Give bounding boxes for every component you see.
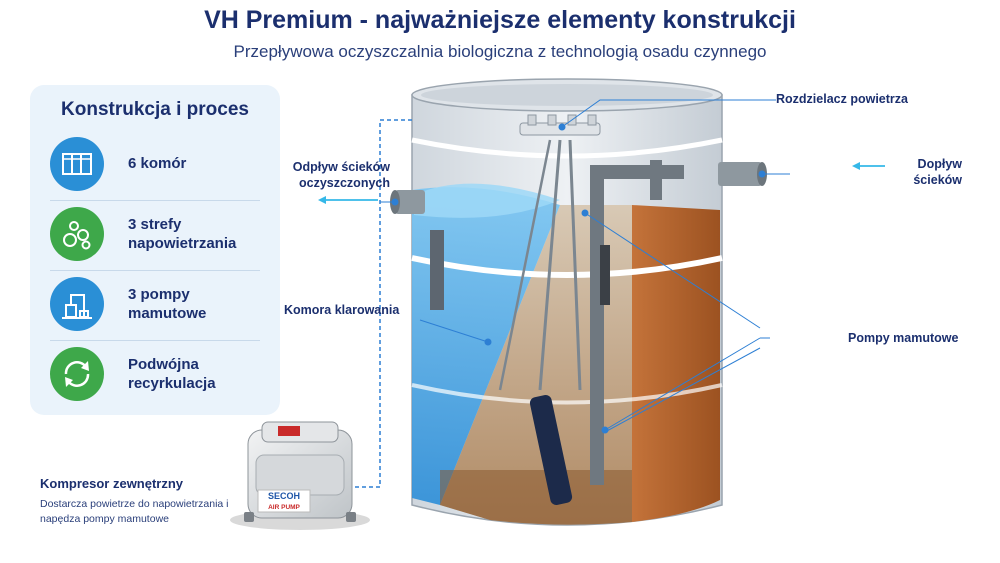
label-air-distributor: Rozdzielacz powietrza <box>776 92 908 106</box>
callout-dots <box>391 123 766 434</box>
aerator <box>600 245 610 305</box>
aeration-chamber <box>440 205 632 525</box>
divider <box>50 270 260 271</box>
inflow-arrow <box>852 162 885 170</box>
diffuser <box>529 395 573 505</box>
label-compressor: Kompresor zewnętrzny <box>40 476 184 491</box>
pump-pipe <box>650 160 662 200</box>
compressor-brand: SECOH <box>268 491 300 501</box>
air-hose <box>348 119 412 488</box>
label-clarifier: Komora klarowania <box>284 303 400 317</box>
bubbles-icon <box>50 207 104 261</box>
pump-pipe <box>590 165 604 485</box>
panel-title: Konstrukcja i proces <box>61 99 249 120</box>
pump-pipe <box>430 230 444 310</box>
label-inflow: Dopływ ścieków <box>913 157 962 187</box>
recycle-icon <box>50 347 104 401</box>
divider <box>50 200 260 201</box>
label-outflow: Odpływ ścieków oczyszczonych <box>292 160 390 190</box>
compressor-led <box>278 426 300 436</box>
pump-pipe <box>604 165 684 179</box>
sludge-layer <box>440 470 632 525</box>
feature-item-recirculation: Podwójna recyrkulacja <box>42 345 268 405</box>
divider <box>50 340 260 341</box>
feature-item-chambers: 6 komór <box>42 135 268 195</box>
pump-icon <box>50 277 104 331</box>
water-surface <box>414 183 560 218</box>
label-airlift-pumps: Pompy mamutowe <box>848 331 959 345</box>
compressor-badge: AIR PUMP <box>268 504 300 511</box>
internal-pipes <box>430 139 684 505</box>
feature-item-aeration: 3 strefy napowietrzania <box>42 205 268 265</box>
page-subtitle: Przepływowa oczyszczalnia biologiczna z … <box>233 42 767 61</box>
feature-label: 3 pompy mamutowe <box>128 285 207 323</box>
outflow-arrow <box>318 196 378 204</box>
page-title: VH Premium - najważniejsze elementy kons… <box>204 6 796 34</box>
tank <box>411 78 723 526</box>
sludge-chamber <box>632 205 720 522</box>
feature-label: 6 komór <box>128 155 187 173</box>
chambers-icon <box>50 137 104 191</box>
outlet-pipe <box>395 190 425 214</box>
feature-panel: Konstrukcja i proces 6 komór 3 strefy na… <box>30 85 280 415</box>
compressor: SECOH AIR PUMP <box>230 421 370 530</box>
feature-label: 3 strefy napowietrzania <box>128 215 237 253</box>
inlet-pipe <box>718 162 762 186</box>
feature-label: Podwójna recyrkulacja <box>128 355 216 393</box>
feature-item-pumps: 3 pompy mamutowe <box>42 275 268 335</box>
label-compressor-description: Dostarcza powietrze do napowietrzania i … <box>40 498 229 526</box>
